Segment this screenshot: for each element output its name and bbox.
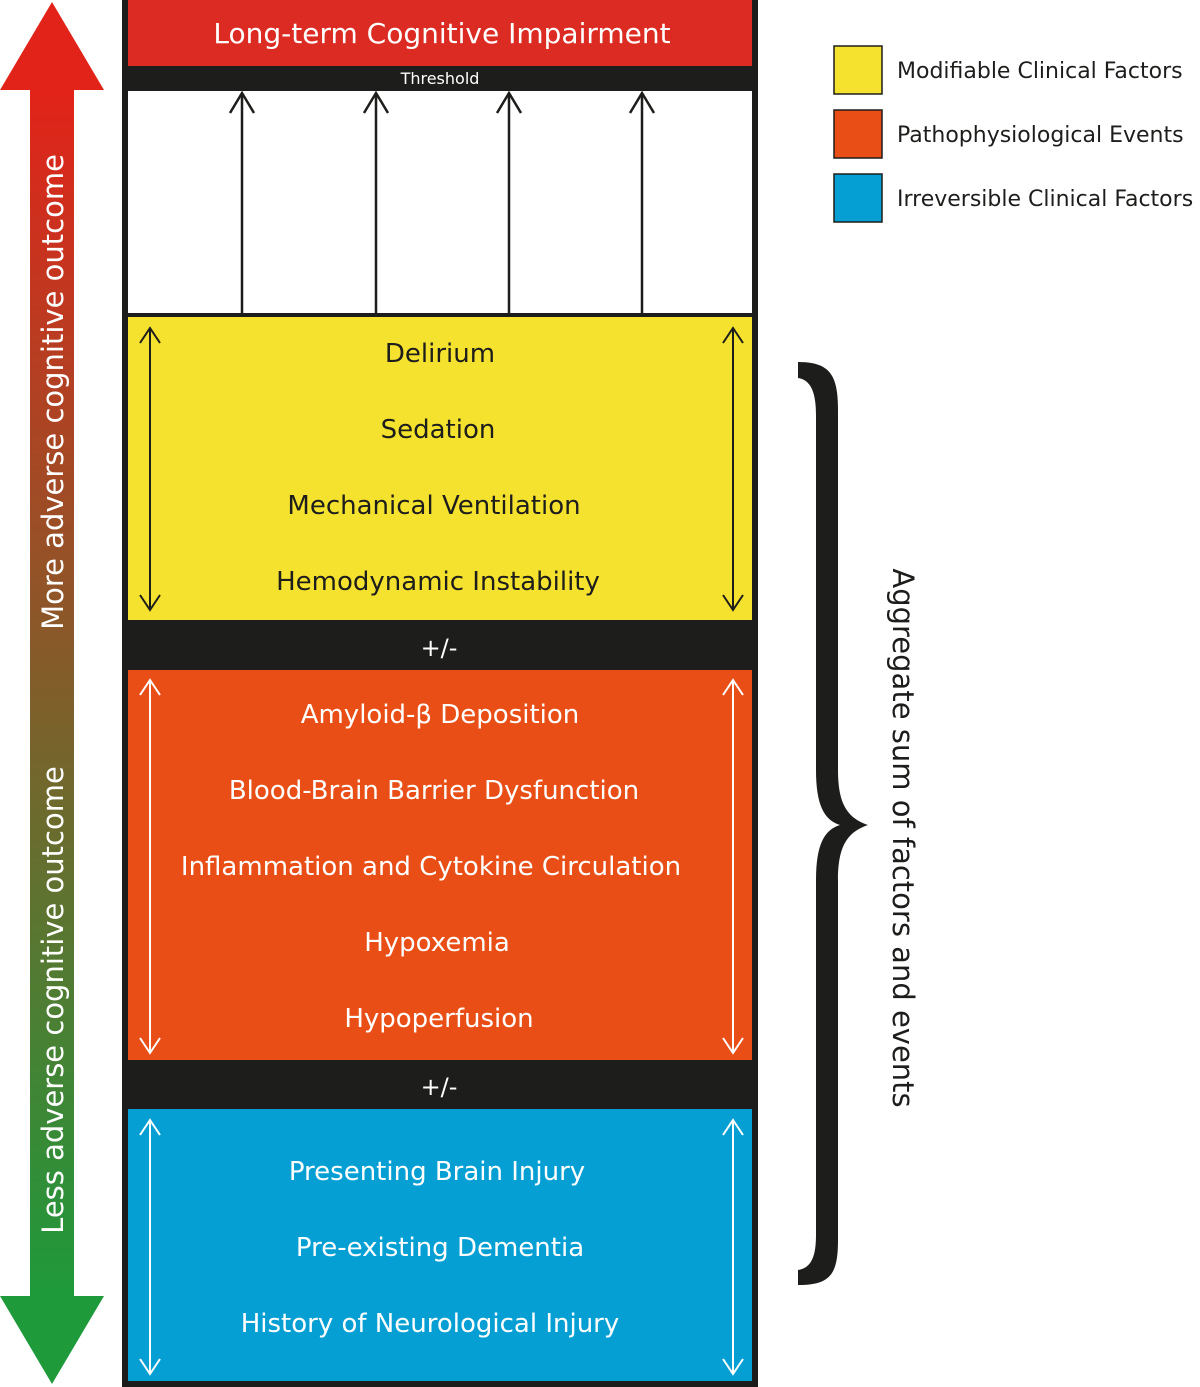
factor-item: Presenting Brain Injury bbox=[289, 1157, 585, 1187]
event-item: Hypoperfusion bbox=[344, 1004, 533, 1034]
event-item: Inflammation and Cytokine Circulation bbox=[181, 852, 681, 882]
double-arrow-right bbox=[722, 326, 744, 612]
legend: Modifiable Clinical Factors Pathophysiol… bbox=[833, 45, 1193, 223]
event-item: Blood-Brain Barrier Dysfunction bbox=[229, 776, 639, 806]
factor-item: History of Neurological Injury bbox=[241, 1309, 620, 1339]
factor-item: Mechanical Ventilation bbox=[287, 491, 580, 521]
event-item: Hypoxemia bbox=[364, 928, 510, 958]
up-arrow-3 bbox=[495, 90, 523, 313]
irreversible-range-arrows bbox=[139, 1118, 744, 1376]
legend-label: Modifiable Clinical Factors bbox=[897, 59, 1183, 84]
brace-label: Aggregate sum of factors and events bbox=[886, 568, 920, 1107]
legend-label: Irreversible Clinical Factors bbox=[897, 187, 1193, 212]
axis-label-less-adverse: Less adverse cognitive outcome bbox=[36, 766, 70, 1234]
legend-item-modifiable: Modifiable Clinical Factors bbox=[833, 45, 1183, 95]
arrow-shaft bbox=[30, 88, 74, 1298]
modifiable-items: Delirium Sedation Mechanical Ventilation… bbox=[276, 339, 600, 597]
legend-label: Pathophysiological Events bbox=[897, 123, 1184, 148]
up-arrow-1 bbox=[228, 90, 256, 313]
event-item: Amyloid-β Deposition bbox=[301, 700, 580, 730]
legend-swatch-blue bbox=[833, 173, 883, 223]
irreversible-items: Presenting Brain Injury Pre-existing Dem… bbox=[241, 1157, 620, 1339]
factor-item: Hemodynamic Instability bbox=[276, 567, 600, 597]
axis-label-more-adverse: More adverse cognitive outcome bbox=[36, 154, 70, 630]
legend-swatch-yellow bbox=[833, 45, 883, 95]
pathophysiological-items: Amyloid-β Deposition Blood-Brain Barrier… bbox=[181, 700, 681, 1034]
outcome-axis-arrow: More adverse cognitive outcome Less adve… bbox=[0, 2, 104, 1384]
upward-arrows bbox=[228, 90, 656, 313]
plus-minus-separator-2: +/- bbox=[421, 1073, 458, 1101]
arrow-head-up bbox=[0, 2, 104, 90]
pathophysiological-range-arrows bbox=[139, 678, 744, 1055]
arrow-head-down bbox=[0, 1296, 104, 1384]
double-arrow-left bbox=[139, 326, 161, 612]
legend-swatch-orange bbox=[833, 109, 883, 159]
double-arrow-left bbox=[139, 1118, 161, 1376]
modifiable-range-arrows bbox=[139, 326, 744, 612]
aggregate-brace bbox=[798, 362, 868, 1285]
legend-item-pathophysiological: Pathophysiological Events bbox=[833, 109, 1184, 159]
legend-item-irreversible: Irreversible Clinical Factors bbox=[833, 173, 1193, 223]
threshold-label: Threshold bbox=[400, 69, 480, 88]
double-arrow-right bbox=[722, 1118, 744, 1376]
modifiable-factors-block bbox=[128, 317, 752, 620]
impairment-bar bbox=[128, 0, 752, 66]
threshold-gap-area bbox=[128, 91, 752, 313]
pathophysiological-events-block bbox=[128, 670, 752, 1060]
up-arrow-2 bbox=[362, 90, 390, 313]
impairment-title: Long-term Cognitive Impairment bbox=[213, 17, 670, 50]
plus-minus-separator-1: +/- bbox=[421, 634, 458, 662]
up-arrow-4 bbox=[628, 90, 656, 313]
double-arrow-right bbox=[722, 678, 744, 1055]
factor-item: Sedation bbox=[381, 415, 496, 445]
double-arrow-left bbox=[139, 678, 161, 1055]
factor-item: Pre-existing Dementia bbox=[296, 1233, 584, 1263]
factor-item: Delirium bbox=[385, 339, 495, 369]
irreversible-factors-block bbox=[128, 1109, 752, 1381]
